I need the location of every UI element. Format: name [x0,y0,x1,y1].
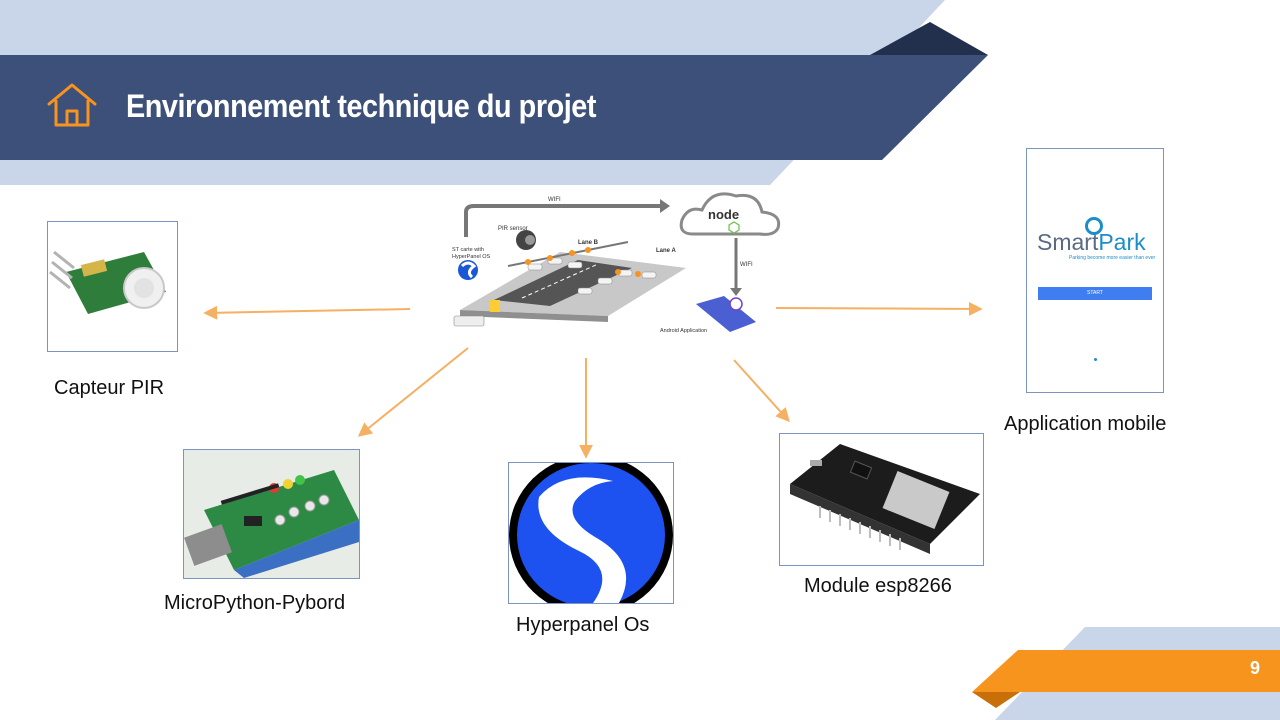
orange-band-bottom [972,650,1280,692]
page-number: 9 [1249,658,1260,678]
wifi-arrowhead [660,199,670,213]
parking-lot-road [494,260,632,306]
car [577,287,593,295]
sensor-light [547,255,553,261]
dark-corner-triangle [870,22,988,55]
smartpark-tagline: Parking become more easier than ever [1069,255,1156,261]
lane-a-label: Lane A [656,248,676,254]
page-title: Environnement technique du projet [126,88,596,124]
gate [490,300,500,312]
micropython-board-image [183,449,360,579]
sensor-light [615,269,621,275]
loading-dot [1094,358,1097,361]
smartpark-pin-icon [1085,217,1103,235]
cloud-shape [679,192,781,236]
node-logo-text: node [708,207,739,222]
home-icon [47,83,97,127]
hyperpanel-logo-image [508,462,674,604]
pir-sensor-label: PIR sensor [498,226,528,232]
sensor-light [635,271,641,277]
android-app-label: Android Application [660,328,707,334]
smartpark-app-screenshot: SmartPark Parking become more easier tha… [1026,148,1164,393]
pir-label: Capteur PIR [54,377,165,399]
node-hex-icon [728,221,740,234]
car [567,261,583,269]
wifi-down-arrowhead [730,288,742,296]
st-card-label-2: HyperPanel OS [452,254,491,260]
header-bar [0,55,988,160]
orange-band-shadow [972,692,1020,708]
smartpark-logo: SmartPark [1037,229,1146,256]
car [527,263,543,271]
lane-b-label: Lane B [578,240,599,246]
camera-lens [525,235,535,245]
esp8266-label: Module esp8266 [804,575,952,597]
car [597,277,613,285]
bus [453,315,485,327]
wifi-side-label: WIFI [740,262,753,268]
start-button[interactable]: START [1038,287,1152,300]
sensor-light [585,247,591,253]
mobile-app-label: Application mobile [1004,413,1167,435]
sensor-light [569,250,575,256]
st-card-label-1: ST carte with [452,247,484,253]
app-pin-icon [729,297,743,311]
sensor-light [525,259,531,265]
parking-lot-side [460,310,608,322]
micropython-label: MicroPython-Pybord [164,592,346,614]
smartpark-brand-park: Park [1098,229,1146,255]
car [641,271,657,279]
esp8266-module-image [779,433,984,566]
wifi-top-label: WIFI [548,197,561,203]
hyperpanel-label: Hyperpanel Os [516,614,650,636]
smartpark-brand-smart: Smart [1037,229,1099,255]
android-phone [696,296,756,332]
parking-architecture-diagram: WIFI node WIFI PIR sensor ST carte with … [452,192,781,334]
wifi-link-arrow [464,204,660,237]
pir-sensor-image [47,221,178,352]
